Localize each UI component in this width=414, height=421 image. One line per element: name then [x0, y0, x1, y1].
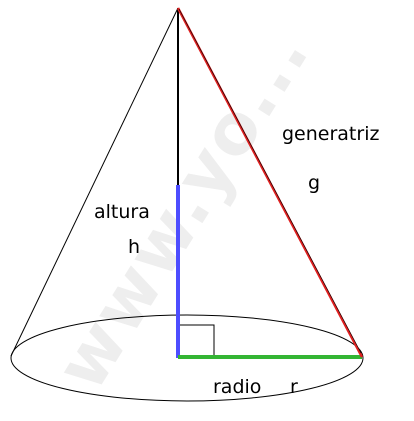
label-generatriz: generatriz: [282, 123, 379, 145]
watermark: www.yo...: [40, 15, 326, 404]
cone-base-ellipse: [10, 314, 364, 402]
label-altura: altura: [94, 201, 150, 223]
label-g: g: [308, 172, 320, 194]
slant-height-inner: [178, 8, 362, 354]
cone-left-side: [10, 7, 179, 357]
right-angle-marker: [178, 324, 215, 358]
label-h: h: [128, 236, 140, 258]
slant-height-line: [176, 7, 364, 358]
label-r: r: [290, 376, 298, 398]
label-radio: radio: [213, 376, 261, 398]
